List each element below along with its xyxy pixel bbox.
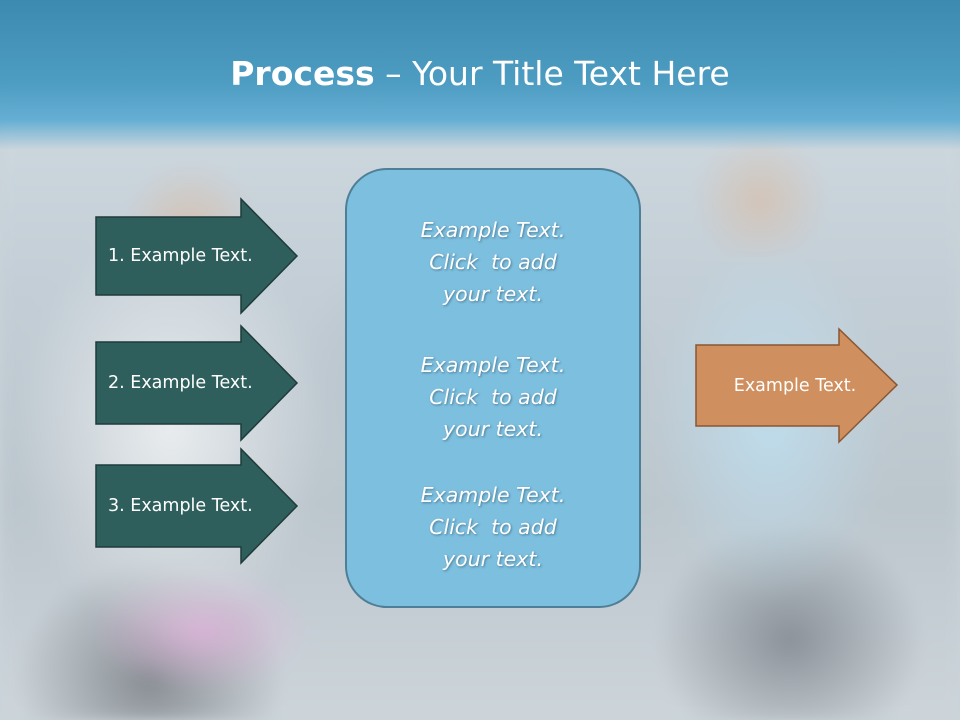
process-step-2-arrow[interactable]: 2. Example Text. xyxy=(95,324,299,442)
process-step-2-label: 2. Example Text. xyxy=(108,373,253,393)
center-text-box[interactable]: Example Text. Click to add your text. Ex… xyxy=(345,168,641,608)
title-bold: Process xyxy=(230,54,375,93)
arrow-shape xyxy=(695,327,899,444)
center-paragraph-1: Example Text. Click to add your text. xyxy=(347,214,639,310)
arrow-shape xyxy=(95,447,299,565)
title-rest: – Your Title Text Here xyxy=(374,54,730,93)
result-arrow[interactable]: Example Text. xyxy=(695,327,899,444)
paragraph-line: Example Text. xyxy=(420,218,566,242)
process-step-1-label: 1. Example Text. xyxy=(108,246,253,266)
result-arrow-label: Example Text. xyxy=(733,376,857,396)
paragraph-line: Click to add xyxy=(429,385,557,409)
paragraph-line: your text. xyxy=(443,282,543,306)
paragraph-line: Click to add xyxy=(429,250,557,274)
paragraph-line: Click to add xyxy=(429,515,557,539)
arrow-shape xyxy=(95,324,299,442)
paragraph-line: your text. xyxy=(443,547,543,571)
slide-title: Process – Your Title Text Here xyxy=(0,52,960,96)
center-paragraph-2: Example Text. Click to add your text. xyxy=(347,349,639,445)
process-step-3-arrow[interactable]: 3. Example Text. xyxy=(95,447,299,565)
paragraph-line: your text. xyxy=(443,417,543,441)
center-paragraph-3: Example Text. Click to add your text. xyxy=(347,479,639,575)
paragraph-line: Example Text. xyxy=(420,353,566,377)
process-step-3-label: 3. Example Text. xyxy=(108,496,253,516)
paragraph-line: Example Text. xyxy=(420,483,566,507)
process-step-1-arrow[interactable]: 1. Example Text. xyxy=(95,197,299,315)
title-banner xyxy=(0,0,960,150)
arrow-shape xyxy=(95,197,299,315)
